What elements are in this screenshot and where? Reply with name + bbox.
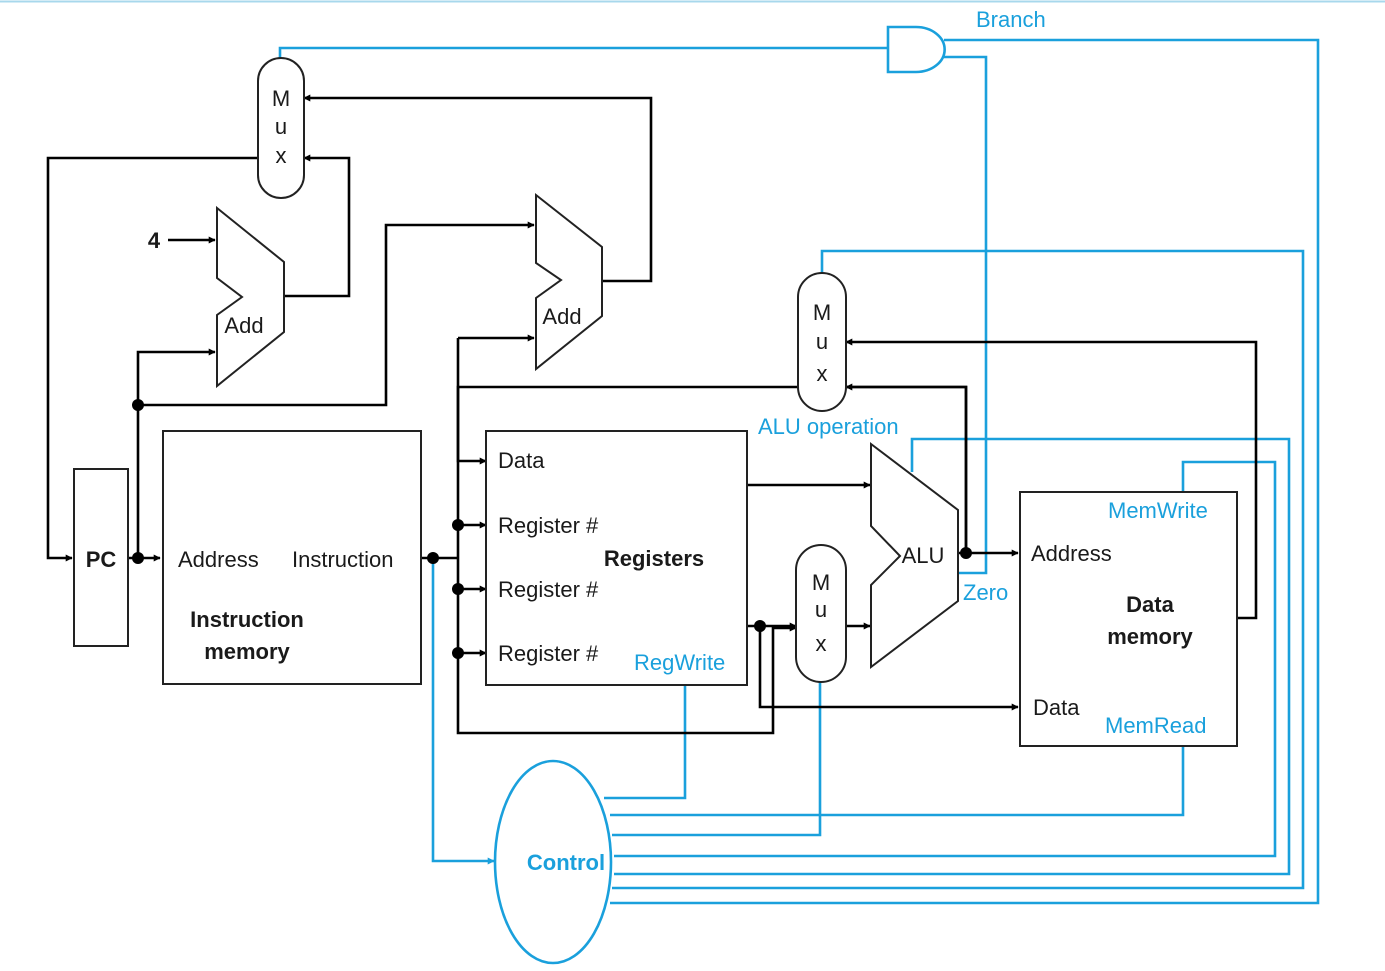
alu-operation-label: ALU operation [758, 414, 899, 439]
imem-address-label: Address [178, 547, 259, 572]
memread-label: MemRead [1105, 713, 1206, 738]
alusrc-mux-label-m: M [812, 570, 830, 595]
memread-wire [610, 746, 1185, 817]
memtoreg-wire [612, 682, 822, 837]
junctions [132, 399, 972, 659]
pc-adder-label: Add [224, 313, 263, 338]
datapath-wires [46, 94, 1258, 735]
dmem-address-label: Address [1031, 541, 1112, 566]
branch-target-wire [303, 94, 653, 283]
registers-data-label: Data [498, 448, 545, 473]
pc-mux [257, 57, 305, 199]
memwrite-label: MemWrite [1108, 498, 1208, 523]
pc-register [73, 468, 129, 647]
dmem-data-label: Data [1033, 695, 1080, 720]
registers-reg3-label: Register # [498, 641, 599, 666]
registers-file [485, 430, 748, 686]
control-unit [493, 759, 613, 965]
regwrite-label: RegWrite [634, 650, 725, 675]
alu-result-to-mux-wire [845, 383, 968, 553]
branch-adder-label: Add [542, 304, 581, 329]
branch-adder [535, 192, 603, 372]
pc-plus-four-wire [284, 154, 351, 298]
read-data-wire [845, 338, 1258, 620]
alu-label: ALU [902, 543, 945, 568]
memtoreg-mux-label-m: M [813, 300, 831, 325]
memwrite-wire [614, 460, 1277, 858]
pc-mux-label-u: u [275, 114, 287, 139]
pc-adder [216, 205, 285, 389]
pc-to-branch-adder-wire [138, 221, 535, 407]
pc-label: PC [86, 547, 117, 572]
instruction-memory [162, 430, 422, 685]
imem-instruction-label: Instruction [292, 547, 394, 572]
branch-and-gate [886, 25, 946, 74]
imem-title-line2: memory [204, 639, 290, 664]
imem-title-line1: Instruction [190, 607, 304, 632]
zero-wire [944, 55, 988, 575]
branch-wire [610, 38, 1320, 905]
pc-to-adder-wire [136, 348, 216, 558]
registers-reg2-label: Register # [498, 577, 599, 602]
memtoreg-mux [797, 272, 847, 412]
alusrc-mux-label-x: x [816, 631, 827, 656]
dmem-title-line1: Data [1126, 592, 1174, 617]
control-label: Control [527, 850, 605, 875]
next-pc-wire [46, 156, 258, 562]
alusrc-mux [795, 544, 847, 683]
alusrc-wire [612, 249, 1305, 890]
branch-select-wire [278, 46, 888, 58]
constant-four-label: 4 [148, 228, 161, 253]
instruction-to-control-wire [431, 558, 495, 865]
alusrc-mux-label-u: u [815, 597, 827, 622]
memtoreg-mux-label-u: u [816, 329, 828, 354]
dmem-title-line2: memory [1107, 624, 1193, 649]
control-wires [278, 38, 1320, 905]
regwrite-wire [604, 685, 687, 800]
alu [870, 441, 959, 670]
registers-reg1-label: Register # [498, 513, 599, 538]
alu-operation-wire [614, 437, 1291, 876]
instruction-spine [456, 338, 797, 735]
registers-title: Registers [604, 546, 704, 571]
write-data-wire [758, 626, 1019, 711]
data-memory [1019, 491, 1238, 747]
pc-mux-label-x: x [276, 143, 287, 168]
pc-mux-label-m: M [272, 86, 290, 111]
memtoreg-mux-label-x: x [817, 361, 828, 386]
branch-label: Branch [976, 7, 1046, 32]
zero-label: Zero [963, 580, 1008, 605]
